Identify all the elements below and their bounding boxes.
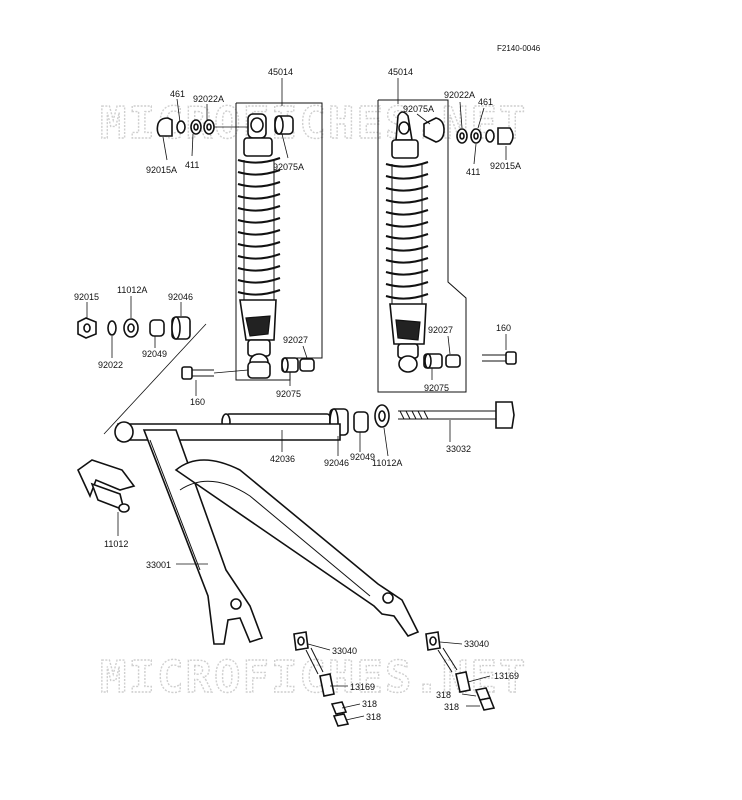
chain-adjuster-right <box>425 631 496 711</box>
label-92075a-right: 92075A <box>403 104 434 114</box>
label-160-left: 160 <box>190 397 205 407</box>
label-92015a-left: 92015A <box>146 165 177 175</box>
label-13169-right: 13169 <box>494 671 519 681</box>
label-318-right-b: 318 <box>444 702 459 712</box>
label-92046-top: 92046 <box>168 292 193 302</box>
right-upper-hardware <box>423 117 514 145</box>
swingarm <box>114 421 420 645</box>
label-318-right-a: 318 <box>436 690 451 700</box>
label-42036: 42036 <box>270 454 295 464</box>
label-92075-right: 92075 <box>424 383 449 393</box>
label-92027-left: 92027 <box>283 335 308 345</box>
label-92015a-right: 92015A <box>490 161 521 171</box>
label-13169-left: 13169 <box>350 682 375 692</box>
label-92075-left: 92075 <box>276 389 301 399</box>
label-11012a-top: 11012A <box>117 285 147 295</box>
right-spring-coils <box>385 161 429 304</box>
label-92022: 92022 <box>98 360 123 370</box>
label-92022a-right: 92022A <box>444 90 475 100</box>
label-160-right: 160 <box>496 323 511 333</box>
label-318-left-b: 318 <box>366 712 381 722</box>
label-11012: 11012 <box>104 539 128 549</box>
label-461-left: 461 <box>170 89 185 99</box>
left-spring-coils <box>237 157 281 300</box>
label-33040-right: 33040 <box>464 639 489 649</box>
leader-lines <box>86 78 507 721</box>
label-318-left-a: 318 <box>362 699 377 709</box>
label-33032: 33032 <box>446 444 471 454</box>
chain-guard <box>76 459 136 513</box>
left-lower-hardware <box>181 357 315 380</box>
label-411-right: 411 <box>466 167 480 177</box>
label-33001: 33001 <box>146 560 171 570</box>
label-45014-left: 45014 <box>268 67 293 77</box>
label-92022a-left: 92022A <box>193 94 224 104</box>
label-411-left: 411 <box>185 160 199 170</box>
label-92027-right: 92027 <box>428 325 453 335</box>
chain-adjuster-left <box>293 631 350 727</box>
label-33040-left: 33040 <box>332 646 357 656</box>
right-shock-absorber <box>377 99 467 393</box>
label-461-right: 461 <box>478 97 493 107</box>
label-11012a-bottom: 11012A <box>372 458 402 468</box>
part-labels: 45014 461 92022A 92075A 411 92015A 45014… <box>74 67 521 722</box>
left-upper-hardware <box>156 115 294 137</box>
pivot-hardware-left <box>77 316 207 435</box>
label-92075a-left: 92075A <box>273 162 304 172</box>
label-45014-right: 45014 <box>388 67 413 77</box>
label-92046-bottom: 92046 <box>324 458 349 468</box>
label-92049-top: 92049 <box>142 349 167 359</box>
right-lower-hardware <box>423 351 517 369</box>
reference-code: F2140-0046 <box>497 44 541 53</box>
label-92049-bottom: 92049 <box>350 452 375 462</box>
watermark-bottom: MICROFICHES.NET <box>100 652 527 703</box>
label-92015: 92015 <box>74 292 99 302</box>
